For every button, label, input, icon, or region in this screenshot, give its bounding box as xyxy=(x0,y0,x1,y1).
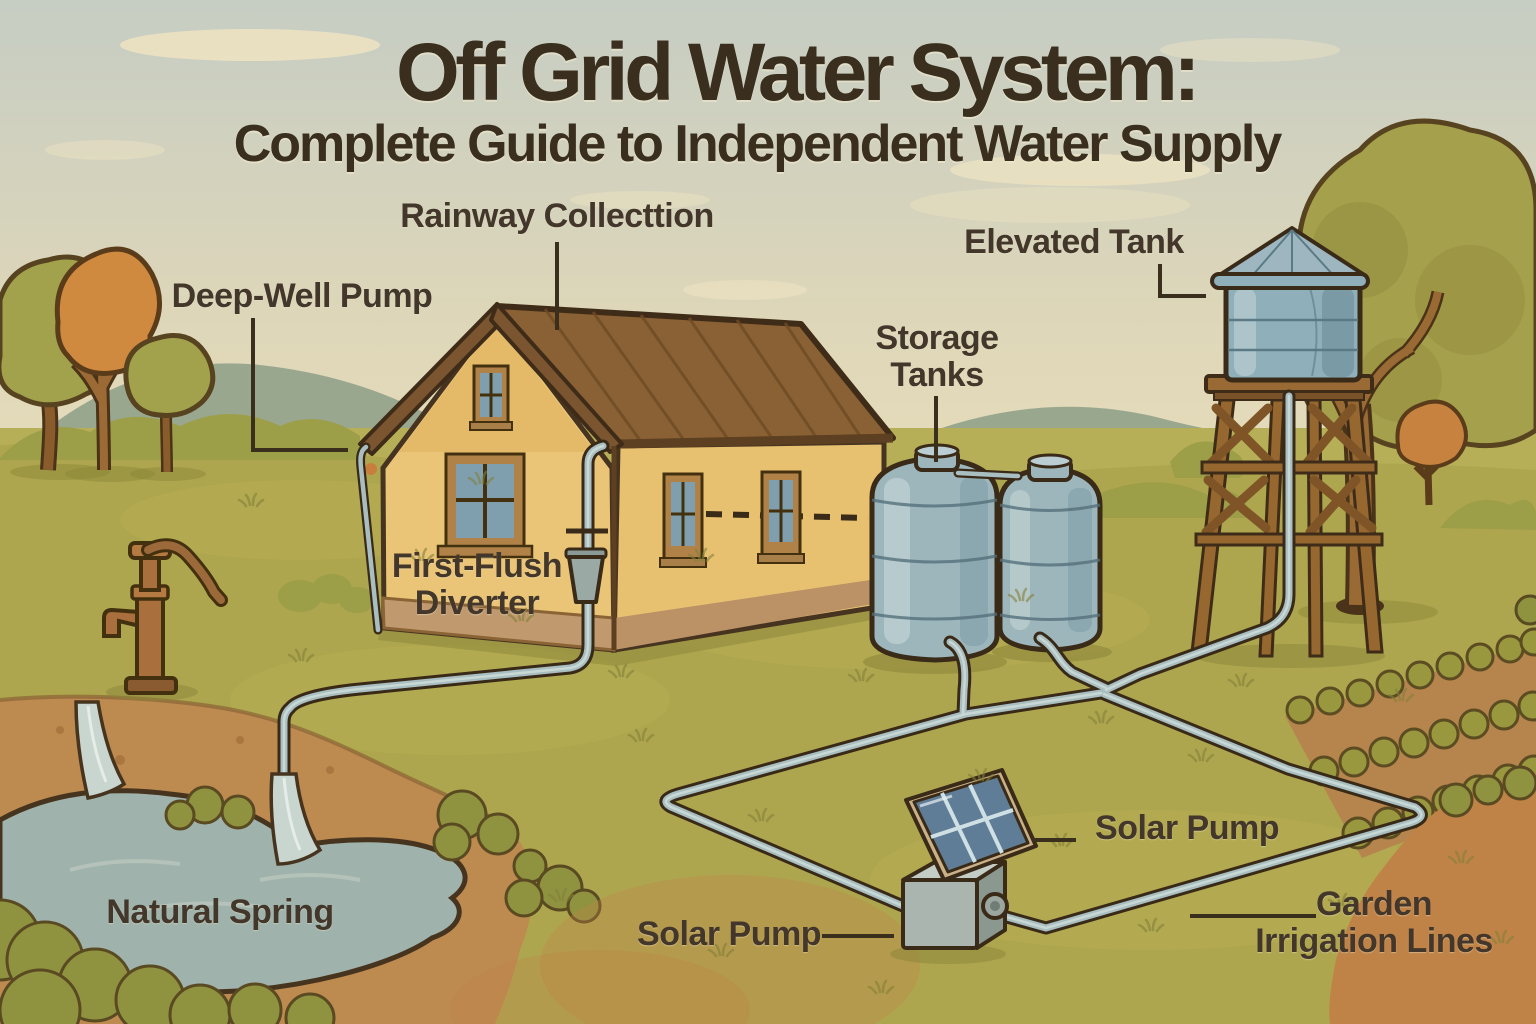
page-title: Off Grid Water System: xyxy=(395,27,1201,118)
side-window xyxy=(757,470,805,564)
tower-braces xyxy=(1201,403,1377,537)
bottom-right-dirt xyxy=(450,594,1536,1024)
label-garden-irrigation-lines: Garden Irrigation Lines xyxy=(1255,886,1493,959)
label-solar-pump-left: Solar Pump xyxy=(637,915,821,953)
label-garden-line2: Irrigation Lines xyxy=(1255,921,1493,960)
leader-lines xyxy=(251,242,1316,938)
label-deep-well-pump: Deep-Well Pump xyxy=(171,277,433,315)
spring-streams xyxy=(74,700,127,801)
orange-tree-canopy xyxy=(54,246,163,376)
leader-deep-well xyxy=(251,318,348,452)
orange-tree-small xyxy=(1395,399,1468,506)
pump-box-front xyxy=(901,878,979,950)
house-side-foundation xyxy=(614,580,884,650)
label-first-flush-diverter: First-Flush Diverter xyxy=(391,547,563,622)
label-storage-tanks-line1: Storage xyxy=(875,319,999,357)
label-garden-line1: Garden xyxy=(1315,885,1433,923)
storage-tanks xyxy=(863,443,1112,674)
label-storage-tanks-line2: Tanks xyxy=(890,355,984,394)
house xyxy=(358,302,896,666)
first-flush-diverter xyxy=(564,528,608,604)
front-window xyxy=(436,452,534,559)
pond-bushes xyxy=(0,785,602,1024)
attic-window xyxy=(469,364,513,431)
elevated-tank xyxy=(1210,226,1370,383)
label-first-flush-line1: First-Flush xyxy=(391,547,563,585)
solar-pump xyxy=(890,768,1038,964)
pump-spout xyxy=(102,607,142,638)
label-rainwater-collection: Rainway Collecttion xyxy=(400,197,714,235)
label-natural-spring: Natural Spring xyxy=(106,893,334,931)
leader-elevated-tank xyxy=(1158,264,1206,298)
bargeboard-right xyxy=(489,302,624,454)
storage-tank-2 xyxy=(997,453,1103,653)
side-window xyxy=(659,472,707,568)
label-elevated-tank: Elevated Tank xyxy=(964,223,1184,261)
label-first-flush-line2: Diverter xyxy=(414,583,540,622)
pipe-outfall-stream xyxy=(269,772,323,866)
hand-pump xyxy=(102,538,228,701)
green-tree-canopy xyxy=(123,333,216,418)
label-storage-tanks: Storage Tanks xyxy=(875,319,999,394)
page-subtitle: Complete Guide to Independent Water Supp… xyxy=(233,115,1283,173)
solar-panel xyxy=(904,768,1038,882)
left-trees xyxy=(0,246,216,482)
label-solar-pump-right: Solar Pump xyxy=(1095,809,1279,847)
